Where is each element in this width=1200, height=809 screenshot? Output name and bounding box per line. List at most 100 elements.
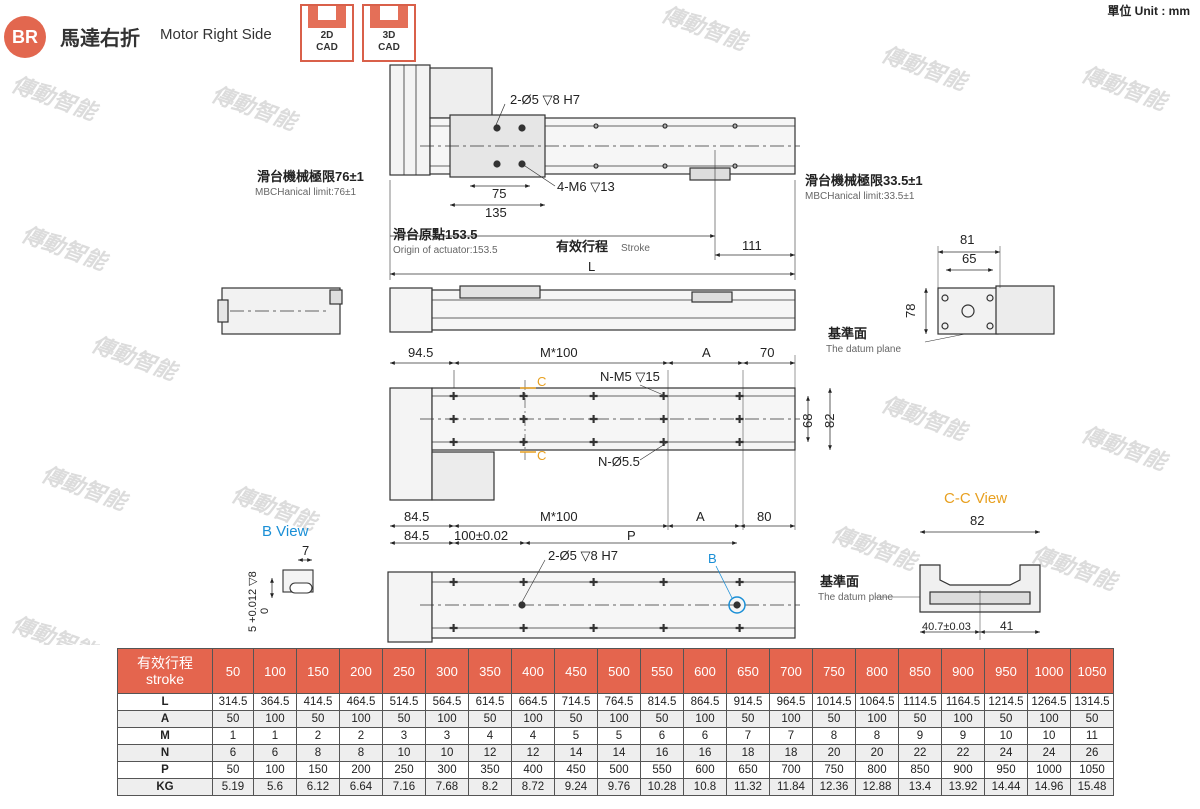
table-cell: 100 <box>425 710 469 728</box>
table-cell: 12.36 <box>812 778 856 796</box>
cc-view-labels: C-C View 82 40.7±0.03 41 <box>922 490 1014 633</box>
limit-right-zh: 滑台機械極限33.5±1 <box>805 173 923 188</box>
table-head-stroke-value: 300 <box>425 648 469 694</box>
svg-text:✚: ✚ <box>659 577 668 589</box>
svg-text:✚: ✚ <box>449 437 458 449</box>
table-cell: 6 <box>683 727 727 745</box>
table-cell: 600 <box>683 761 727 779</box>
dim-111: 111 <box>742 238 762 253</box>
table-cell: 5.19 <box>212 778 254 796</box>
table-cell: 50 <box>726 710 770 728</box>
dim-p: P <box>627 528 636 543</box>
table-head-stroke-value: 900 <box>941 648 985 694</box>
table-cell: 1214.5 <box>984 693 1028 711</box>
table-head-stroke-value: 200 <box>339 648 383 694</box>
table-cell: 6 <box>253 744 297 762</box>
bottom-view-labels: 94.5 M*100 A 70 N-M5 ▽15 N-Ø5.5 68 82 C … <box>404 345 837 524</box>
tap-callout-top: 4-M6 ▽13 <box>557 179 615 194</box>
table-cell: 14.44 <box>984 778 1028 796</box>
table-cell: 664.5 <box>511 693 555 711</box>
datum-en-end: The datum plane <box>826 344 901 355</box>
table-cell: 3 <box>382 727 426 745</box>
table-cell: 50 <box>812 710 856 728</box>
svg-text:✚: ✚ <box>519 391 528 403</box>
table-cell: 6 <box>640 727 684 745</box>
b-view-title: B View <box>262 523 309 540</box>
dim-82: 82 <box>822 414 837 428</box>
svg-text:✚: ✚ <box>659 391 668 403</box>
table-cell: 11 <box>1070 727 1114 745</box>
cad-3d-line1: 3D <box>382 30 396 41</box>
table-cell: 50 <box>554 710 598 728</box>
dim-m100-bottom: M*100 <box>540 509 578 524</box>
table-cell: 50 <box>212 710 254 728</box>
limit-left-zh: 滑台機械極限76±1 <box>257 169 364 184</box>
cad-2d-line2: CAD <box>316 42 338 53</box>
table-cell: 8 <box>339 744 383 762</box>
dim-84-5-side: 84.5 <box>404 528 429 543</box>
svg-text:✚: ✚ <box>589 437 598 449</box>
table-cell: 10 <box>425 744 469 762</box>
table-cell: 914.5 <box>726 693 770 711</box>
svg-text:✚: ✚ <box>735 391 744 403</box>
table-cell: 414.5 <box>296 693 340 711</box>
table-cell: 50 <box>1070 710 1114 728</box>
dim-82-cc: 82 <box>970 513 984 528</box>
table-cell: 12.88 <box>855 778 899 796</box>
svg-text:✚: ✚ <box>659 623 668 635</box>
table-cell: 10 <box>1027 727 1071 745</box>
table-cell: 26 <box>1070 744 1114 762</box>
watermark-text: 傳動智能 <box>878 391 972 446</box>
side-view <box>387 541 920 643</box>
stroke-en: Stroke <box>621 243 650 254</box>
watermark-text: 傳動智能 <box>208 81 302 136</box>
table-cell: 5 <box>597 727 641 745</box>
table-head-stroke-value: 1000 <box>1027 648 1071 694</box>
svg-text:✚: ✚ <box>589 577 598 589</box>
svg-text:✚: ✚ <box>735 577 744 589</box>
table-cell: 100 <box>1027 710 1071 728</box>
table-cell: 50 <box>382 710 426 728</box>
svg-text:✚: ✚ <box>519 437 528 449</box>
unit-label: 單位 Unit : mm <box>1107 4 1190 18</box>
svg-text:✚: ✚ <box>449 414 458 426</box>
table-cell: 100 <box>769 710 813 728</box>
dim-70: 70 <box>760 345 774 360</box>
table-cell: 850 <box>898 761 942 779</box>
svg-text:✚: ✚ <box>735 623 744 635</box>
dim-a-top: A <box>702 345 711 360</box>
table-cell: 100 <box>253 710 297 728</box>
dim-5-tol: 5 +0.012 ▽8 <box>247 571 259 632</box>
table-cell: 100 <box>511 710 555 728</box>
table-cell: 7 <box>769 727 813 745</box>
table-head-stroke-value: 400 <box>511 648 555 694</box>
table-head-stroke-value: 950 <box>984 648 1028 694</box>
table-cell: 714.5 <box>554 693 598 711</box>
table-cell: 200 <box>339 761 383 779</box>
table-row-label: L <box>117 693 213 711</box>
svg-text:✚: ✚ <box>519 623 528 635</box>
table-cell: 8 <box>296 744 340 762</box>
dim-68: 68 <box>800 414 815 428</box>
table-cell: 314.5 <box>212 693 254 711</box>
dim-84-5-bottom: 84.5 <box>404 509 429 524</box>
svg-text:✚: ✚ <box>735 437 744 449</box>
b-marker-label: B <box>708 551 717 566</box>
watermark-text: 傳動智能 <box>1078 421 1172 476</box>
table-head-stroke-value: 250 <box>382 648 426 694</box>
side-view-labels: 84.5 100±0.02 P 2-Ø5 ▽8 H7 B 基準面 The dat… <box>404 528 893 603</box>
table-row-label: N <box>117 744 213 762</box>
table-cell: 14 <box>597 744 641 762</box>
svg-text:✚: ✚ <box>589 391 598 403</box>
table-cell: 9.24 <box>554 778 598 796</box>
table-cell: 12 <box>468 744 512 762</box>
table-cell: 13.92 <box>941 778 985 796</box>
end-view-labels: 81 65 78 基準面 The datum plane <box>826 232 976 355</box>
watermark-text: 傳動智能 <box>878 41 972 96</box>
top-view <box>389 64 800 280</box>
table-cell: 400 <box>511 761 555 779</box>
table-head-stroke-value: 850 <box>898 648 942 694</box>
